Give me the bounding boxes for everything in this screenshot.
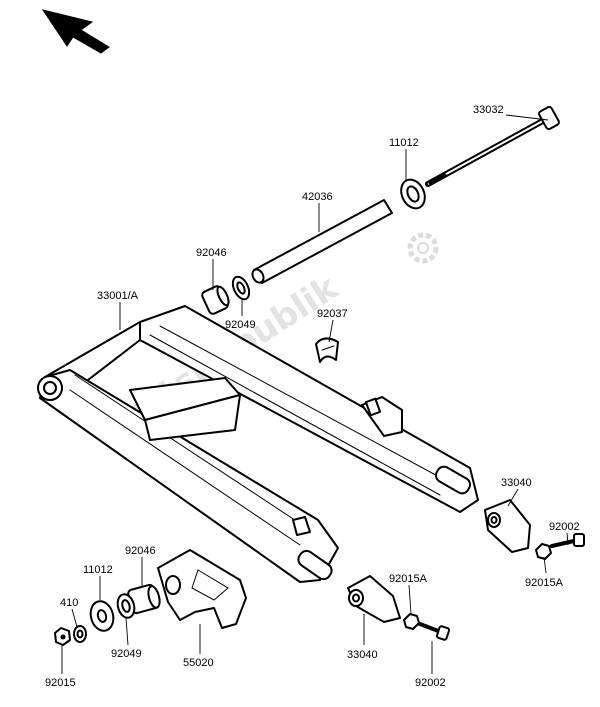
clamp (315, 337, 339, 363)
label-33001a: 33001/A (97, 290, 139, 302)
label-11012-top: 11012 (389, 137, 419, 149)
needle-bearing-top (201, 285, 230, 315)
pivot-nut (54, 627, 71, 646)
label-92002-left: 92002 (415, 677, 446, 689)
pivot-sleeve (251, 199, 393, 284)
label-92046-bottom: 92046 (125, 545, 156, 557)
part-labels: 33032 11012 42036 92046 92049 33001/A 92… (45, 104, 580, 689)
label-92002-right: 92002 (549, 521, 580, 533)
adjuster-bolt-right (550, 533, 585, 548)
label-410: 410 (60, 597, 78, 609)
adjuster-bolt-left (418, 622, 451, 641)
label-92015: 92015 (45, 677, 76, 689)
swing-arm (37, 305, 479, 583)
label-92046-top: 92046 (196, 247, 227, 259)
label-11012-bottom: 11012 (83, 564, 113, 576)
label-33040-left: 33040 (347, 649, 378, 661)
chain-guide (157, 549, 247, 629)
bearing-seal-top (231, 275, 251, 301)
label-42036: 42036 (302, 191, 333, 203)
label-92015a-left: 92015A (389, 573, 428, 585)
label-92049-bottom: 92049 (111, 648, 142, 660)
adjuster-nut-right (535, 543, 552, 560)
front-direction-arrow (41, 9, 110, 54)
adjuster-nut-left (403, 613, 420, 630)
label-33040-right: 33040 (501, 477, 532, 489)
label-92049-top: 92049 (225, 319, 256, 331)
label-92015a-right: 92015A (525, 577, 564, 589)
needle-bearing-bottom (127, 583, 161, 615)
label-55020: 55020 (183, 657, 214, 669)
label-33032: 33032 (473, 104, 504, 116)
label-92037: 92037 (317, 308, 348, 320)
oil-seal-top (400, 178, 426, 210)
chain-adjuster-left (347, 575, 401, 623)
washer (73, 625, 87, 643)
chain-adjuster-right (484, 499, 531, 553)
oil-seal-bottom (89, 600, 115, 632)
leader-lines (61, 114, 569, 674)
bearing-seal-bottom (116, 593, 136, 619)
pivot-bolt (425, 105, 560, 187)
